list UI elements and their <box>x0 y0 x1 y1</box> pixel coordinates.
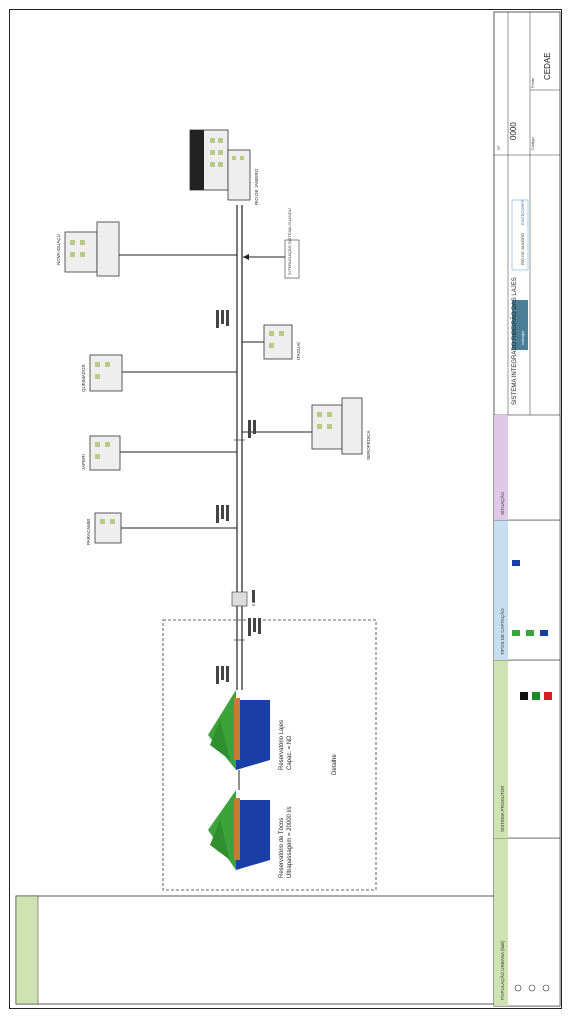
code-label: Código <box>530 137 535 150</box>
capture-icon <box>512 630 520 636</box>
city-queimados-icon <box>89 354 123 392</box>
reservoir-tocos <box>208 790 270 870</box>
city-label-nova-iguacu: NOVA IGUAÇU <box>56 234 61 265</box>
city-nova-iguacu-icon <box>64 221 120 277</box>
interconnection-arrow-icon <box>243 254 249 260</box>
legend-red-swatch <box>544 692 552 700</box>
reservoir-lajes-name: Reservatório Lajes <box>279 720 285 770</box>
number-value: 0000 <box>509 122 518 140</box>
city-itaguai-icon <box>263 324 293 360</box>
pump-station-label: EE 1 <box>251 597 256 606</box>
source-value: CEDAE <box>543 52 552 80</box>
capture-icon <box>512 560 520 566</box>
population-icon <box>528 984 536 992</box>
reservoir-lajes-note: Capac. = ND <box>287 735 293 770</box>
city-label-japeri: JAPERI <box>81 454 86 470</box>
city-label-seropedica: SEROPÉDICA <box>365 430 371 460</box>
population-icon <box>514 984 522 992</box>
city-seropedica-icon <box>311 397 363 455</box>
producer-header-band <box>494 660 508 838</box>
city-label-rio: RIO DE JANEIRO <box>254 168 259 205</box>
situation-title: SITUAÇÃO <box>499 491 505 515</box>
pipe-annotations <box>216 310 261 684</box>
interconnection-box <box>284 239 300 279</box>
city-japeri-icon <box>89 435 121 471</box>
city-label-itaguai: ITAGUAÍ <box>295 342 301 360</box>
reservoir-lajes <box>208 690 270 770</box>
reservoir-tocos-name: Reservatório de Tócos <box>279 818 285 878</box>
population-icon <box>542 984 550 992</box>
population-header-band <box>494 838 508 1006</box>
population-title: POPULAÇÃO URBANA (hab) <box>499 940 505 1000</box>
legend-black-swatch <box>520 692 528 700</box>
number-label: Nº <box>496 145 501 150</box>
sheet-frame <box>9 9 562 1009</box>
city-rio-de-janeiro-icon <box>189 129 251 201</box>
pump-station-box <box>231 591 248 607</box>
logo1-text: cobrape <box>520 330 525 345</box>
capture-title: TIPOS DE CAPTAÇÃO <box>499 608 505 655</box>
source-label: Fonte <box>530 77 535 88</box>
city-label-paracambi: PARACAMBI <box>86 519 91 545</box>
legend-green-swatch <box>532 692 540 700</box>
city-paracambi-icon <box>94 512 122 544</box>
situation-header-band <box>494 415 508 520</box>
legend-strip <box>15 895 497 1005</box>
capture-icon <box>526 630 534 636</box>
system-title: SISTEMA INTEGRADO RIBEIRÃO DAS LAJES <box>511 277 518 405</box>
logo-engecorps <box>511 199 529 271</box>
state-label: RIO DE JANEIRO <box>520 233 525 265</box>
population-header-bg <box>15 895 39 1005</box>
interconnection-label: INTERLIGAÇÃO SISTEMA GUANDU <box>287 208 292 275</box>
logo2-text: ENGECORPS <box>520 199 525 225</box>
capture-icon <box>540 630 548 636</box>
logo-cobrape <box>512 300 528 350</box>
detail-label: Detalhe <box>332 754 338 775</box>
reservoir-tocos-note: Ultrapassagem = 20000 l/s <box>287 806 293 878</box>
city-label-queimados: QUEIMADOS <box>81 364 86 392</box>
capture-header-band <box>494 520 508 660</box>
producer-title: SISTEMA PRODUTOR <box>500 785 505 832</box>
detail-box <box>162 619 377 891</box>
